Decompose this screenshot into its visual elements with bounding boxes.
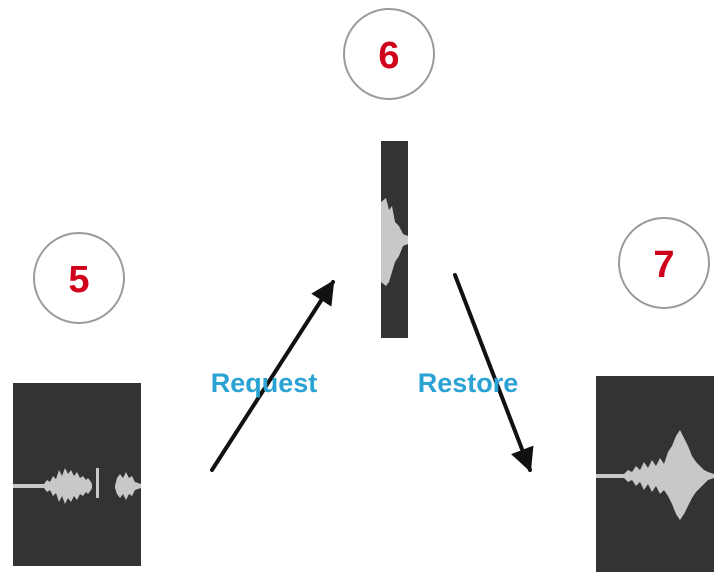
step-6-badge: 6 — [343, 8, 435, 100]
restore-label: Restore — [418, 368, 519, 398]
restore-arrow — [453, 273, 534, 473]
step-5-waveform-left — [13, 468, 92, 504]
step-7-waveform — [596, 430, 714, 520]
step-6-waveform — [381, 198, 408, 286]
step-7-badge: 7 — [618, 217, 710, 309]
step-5-waveform-right — [115, 472, 141, 500]
request-arrow — [210, 279, 335, 472]
step-5-badge: 5 — [33, 232, 125, 324]
step-5-waveform-spike — [96, 468, 99, 498]
step-6-waveform-panel — [381, 141, 408, 338]
step-6-number: 6 — [378, 35, 399, 77]
step-7-number: 7 — [653, 244, 674, 286]
request-label: Request — [211, 368, 318, 398]
step-5-waveform-panel — [13, 383, 141, 566]
step-5-number: 5 — [68, 259, 89, 301]
step-7-waveform-panel — [596, 376, 714, 572]
